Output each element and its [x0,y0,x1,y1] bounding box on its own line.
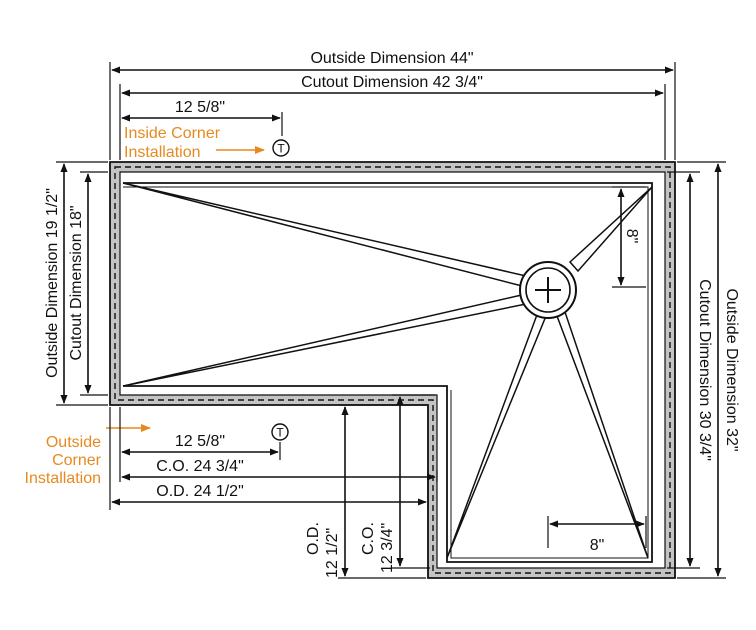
inside-corner-offset-label: 12 5/8" [175,99,225,116]
od-leg-label-1: O.D. [305,522,322,555]
left-dimensions: Outside Dimension 19 1/2" Cutout Dimensi… [44,161,108,406]
outside-corner-label-3: Installation [25,470,102,487]
inside-corner-note: Inside Corner Installation T [124,125,290,161]
cutout-outline [114,166,671,574]
cutout-left-height-label: Cutout Dimension 18" [68,205,85,360]
outside-right-height-label: Outside Dimension 32" [723,288,740,451]
cutout-right-height-label: Cutout Dimension 30 3/4" [696,279,713,461]
outside-corner-label-1: Outside [46,434,101,451]
tile-marker-bottom-label: T [276,426,284,440]
outside-left-height-label: Outside Dimension 19 1/2" [44,188,61,378]
cutout-width-label: Cutout Dimension 42 3/4" [301,74,483,91]
drain [519,261,577,319]
co-leg-label-2: 12 3/4" [379,523,396,573]
drain-offset-dimensions: 8" 8" [547,186,647,554]
inner-wall-line [123,182,653,563]
slope-lines [122,182,653,559]
leg-dimensions: O.D. 12 1/2" C.O. 12 3/4" [305,394,435,579]
co-short-width-label: C.O. 24 3/4" [156,458,244,475]
tile-marker-top-label: T [277,142,285,156]
outside-corner-note: Outside Corner Installation [25,424,151,487]
bottom-left-dimensions: T 12 5/8" C.O. 24 3/4" O.D. 24 1/2" [109,407,438,510]
inside-corner-label-1: Inside Corner [124,125,221,142]
outside-corner-label-2: Corner [52,452,102,469]
outside-corner-offset-label: 12 5/8" [175,433,225,450]
co-leg-label-1: C.O. [360,522,377,555]
od-leg-label-2: 12 1/2" [324,528,341,578]
tile-marker-top [272,139,290,157]
top-dimensions: Outside Dimension 44" Cutout Dimension 4… [109,50,676,160]
shower-base [109,161,676,579]
inside-corner-label-2: Installation [124,144,201,161]
drain-offset-vertical-label: 8" [623,229,640,244]
drain-offset-horizontal-label: 8" [590,537,605,554]
tile-marker-bottom [271,423,289,441]
outside-width-label: Outside Dimension 44" [310,50,473,67]
right-dimensions: Cutout Dimension 30 3/4" Outside Dimensi… [667,161,740,579]
od-short-width-label: O.D. 24 1/2" [156,483,244,500]
